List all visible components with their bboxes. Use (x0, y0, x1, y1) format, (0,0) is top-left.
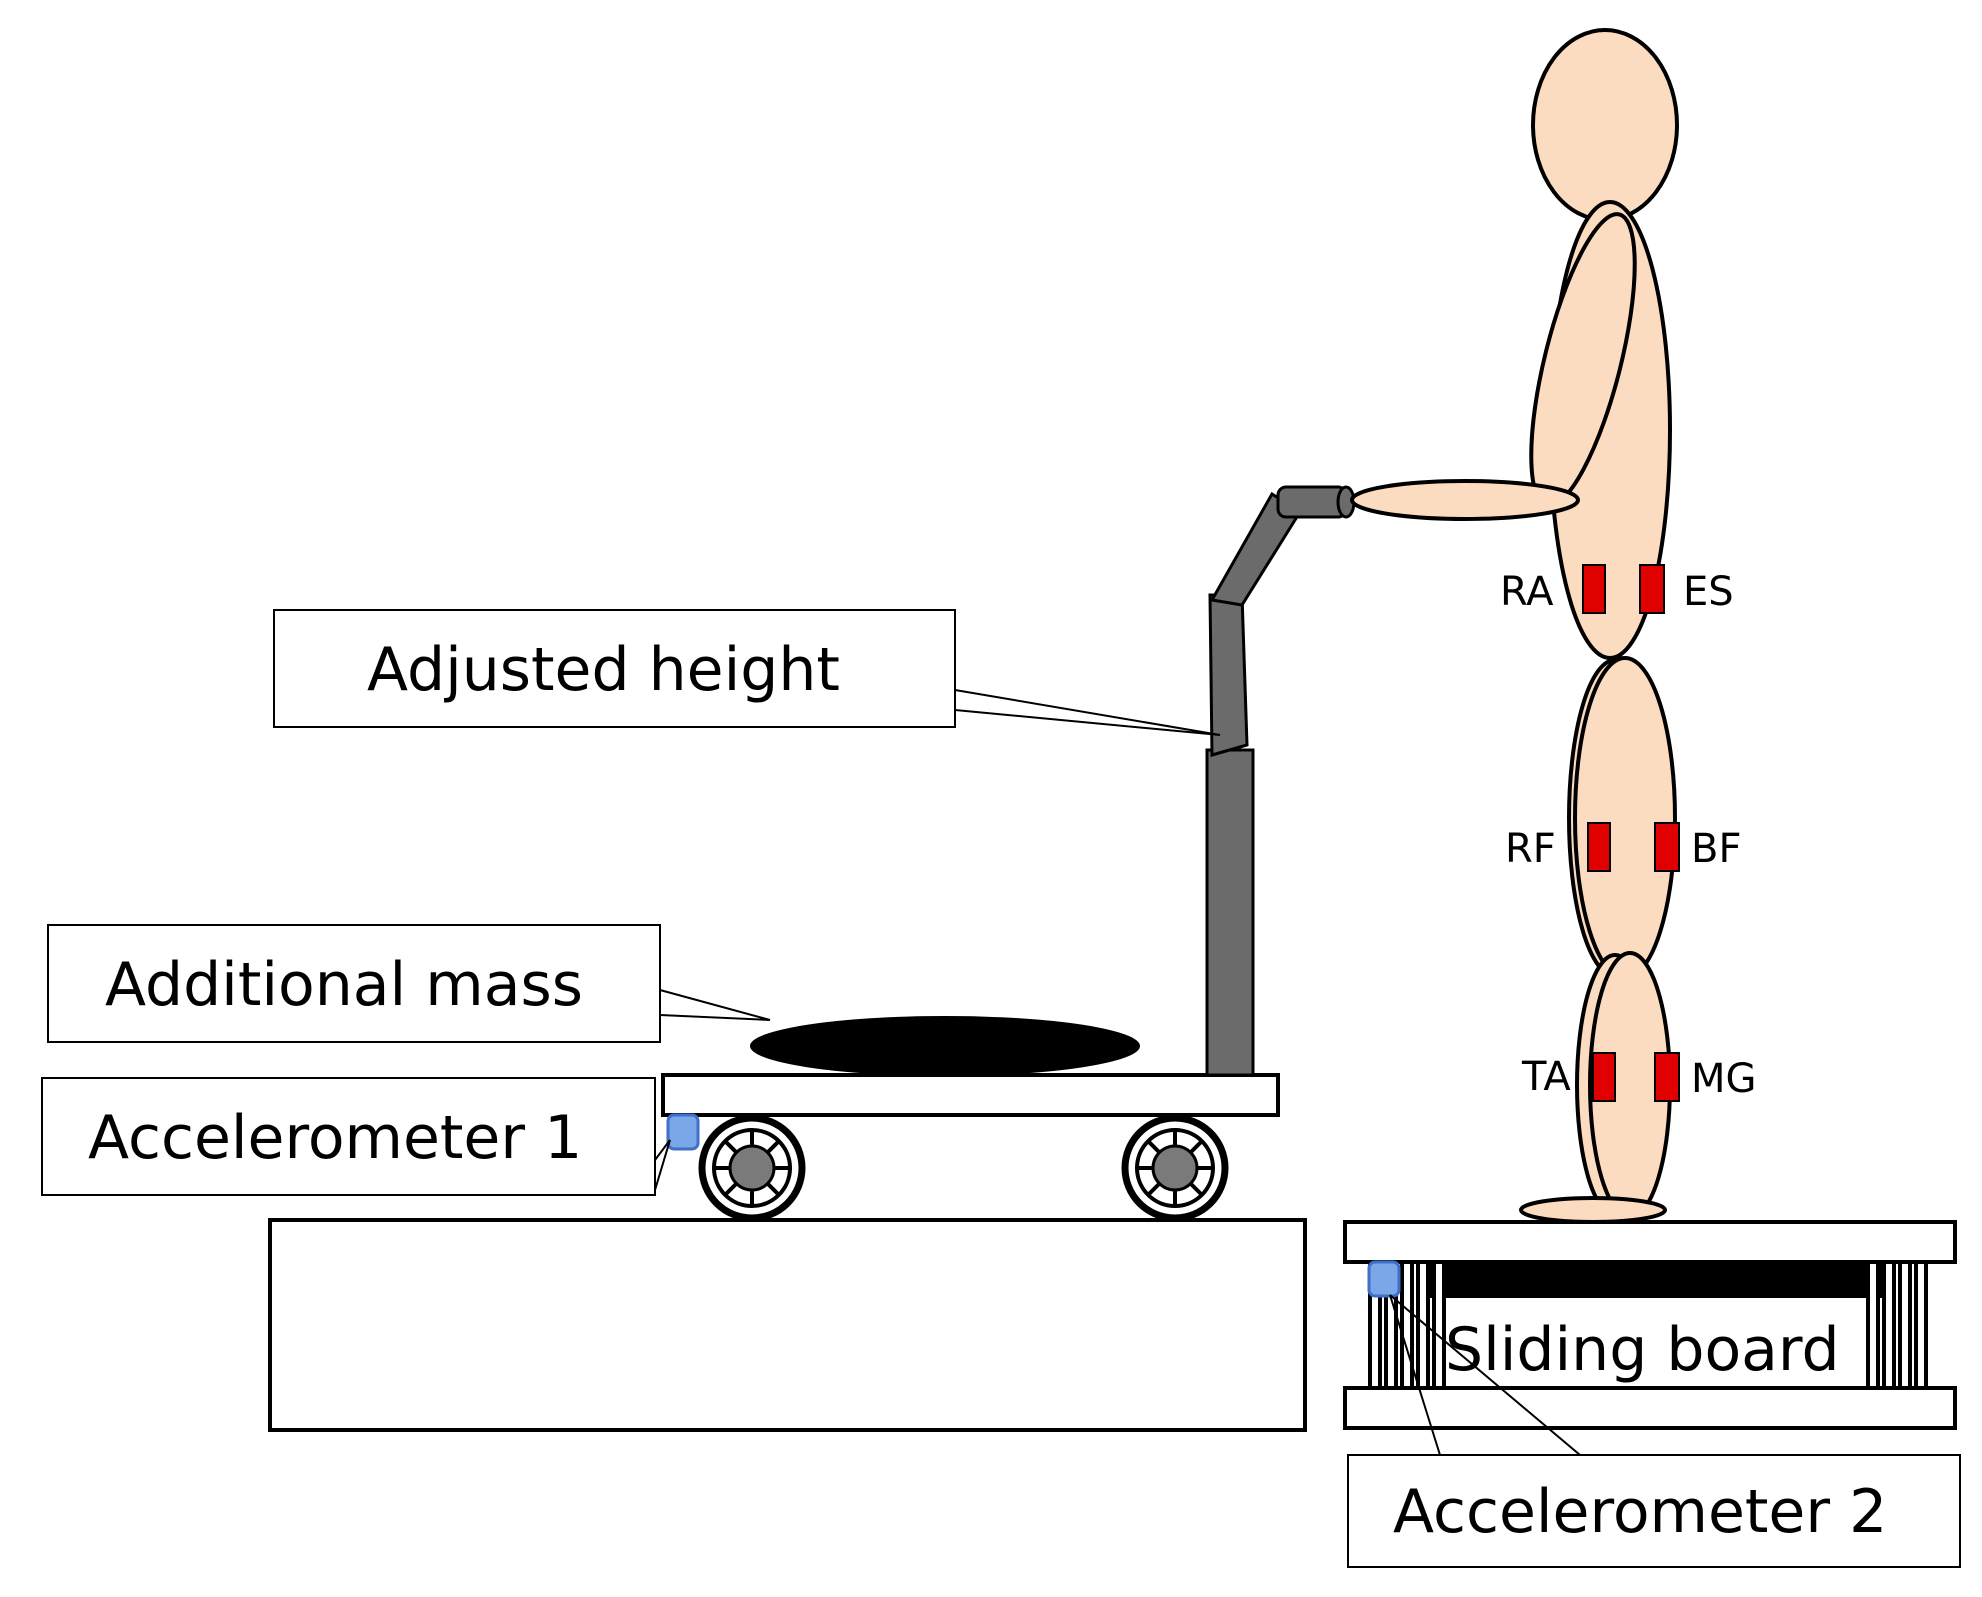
cart (661, 1073, 1280, 1222)
adjusted-height-label: Adjusted height (367, 635, 840, 705)
forearm (1350, 479, 1580, 521)
muscle-label-ta: TA (1521, 1054, 1571, 1100)
muscle-label-ra: RA (1500, 569, 1554, 615)
electrode-ta (1592, 1052, 1616, 1102)
sliding-board-label: Sliding board (1445, 1315, 1840, 1385)
additional-mass-disc (750, 1016, 1140, 1076)
electrode-bf (1654, 822, 1680, 872)
emg-electrodes (1582, 564, 1680, 1102)
head (1531, 28, 1679, 222)
callout-accelerometer-2: Accelerometer 2 (1347, 1294, 1961, 1568)
sliding-board-rail (1420, 1262, 1882, 1298)
muscle-label-bf: BF (1691, 826, 1741, 872)
cart-wheel-left (698, 1114, 806, 1222)
additional-mass-label: Additional mass (105, 950, 583, 1020)
left-base-platform (268, 1218, 1307, 1432)
callout-adjusted-height: Adjusted height (273, 609, 1221, 736)
cart-wheel-right (1121, 1114, 1229, 1222)
muscle-label-rf: RF (1505, 826, 1556, 872)
electrode-rf (1587, 822, 1611, 872)
muscle-label-mg: MG (1691, 1056, 1757, 1102)
foot (1519, 1196, 1667, 1224)
electrode-mg (1654, 1052, 1680, 1102)
adjustable-handle (1205, 485, 1356, 1077)
callout-accelerometer-1: Accelerometer 1 (41, 1077, 671, 1196)
sliding-board-bottom (1343, 1386, 1957, 1430)
electrode-ra (1582, 564, 1606, 614)
accelerometer-2-label: Accelerometer 2 (1393, 1477, 1887, 1547)
muscle-label-es: ES (1683, 569, 1734, 615)
electrode-es (1639, 564, 1665, 614)
thigh-front (1573, 656, 1677, 980)
human-figure (1350, 28, 1679, 1224)
accelerometer-1-sensor (666, 1113, 700, 1151)
callout-additional-mass: Additional mass (47, 924, 771, 1043)
accelerometer-1-label: Accelerometer 1 (88, 1103, 582, 1173)
sliding-board-posts-right (1866, 1260, 1928, 1390)
sliding-board-assembly: Sliding board (1343, 1220, 1957, 1430)
sliding-board-top (1343, 1220, 1957, 1264)
cart-deck (661, 1073, 1280, 1117)
accelerometer-2-sensor (1367, 1260, 1401, 1298)
